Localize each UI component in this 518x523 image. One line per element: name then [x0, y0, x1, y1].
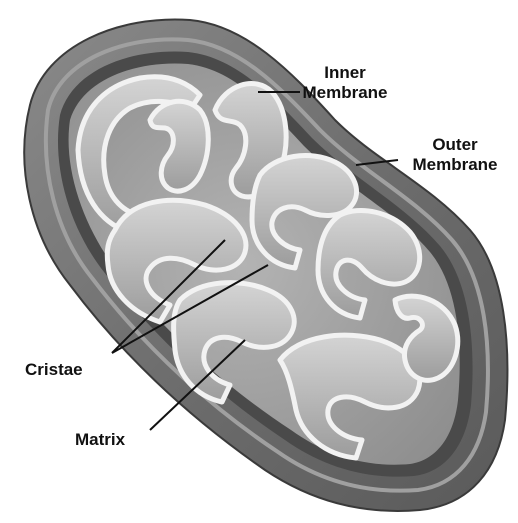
outer-membrane-label-line1: Outer [432, 135, 478, 154]
inner-membrane-label-line2: Membrane [302, 83, 387, 102]
inner-membrane-label-line1: Inner [324, 63, 366, 82]
outer-membrane-label-line2: Membrane [412, 155, 497, 174]
cristae-label: Cristae [25, 360, 83, 379]
matrix-label: Matrix [75, 430, 126, 449]
